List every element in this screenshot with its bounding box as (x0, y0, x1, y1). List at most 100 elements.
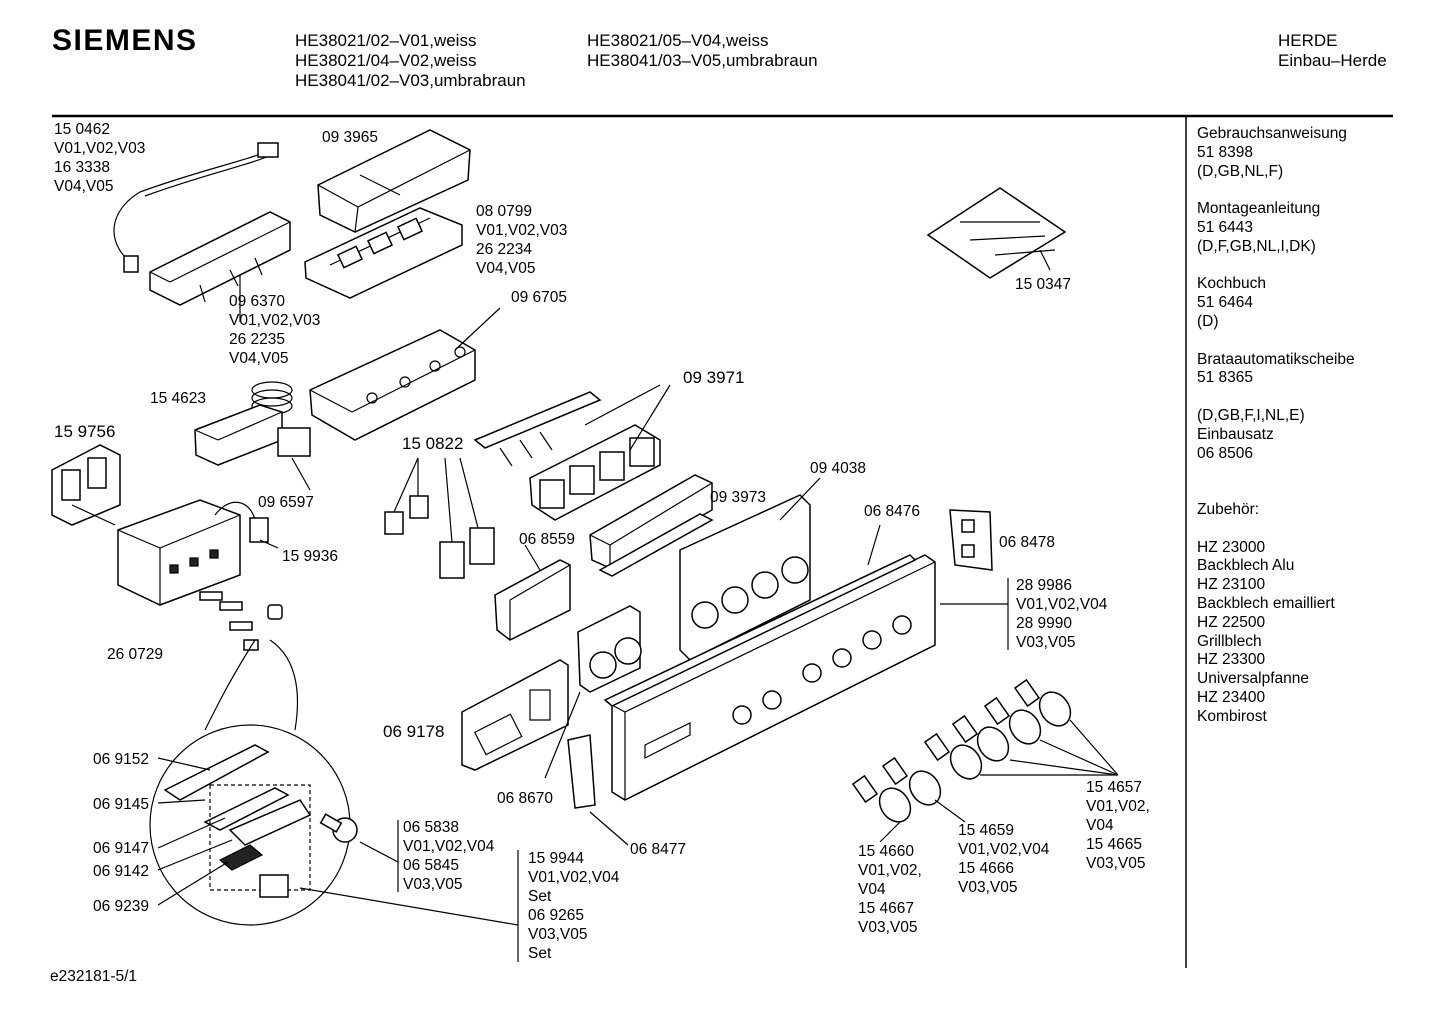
part-label: 15 0822 (402, 434, 464, 453)
sidebar-line: 51 8365 (1197, 369, 1254, 387)
category: HERDE (1278, 31, 1338, 50)
mounting-rail-part (589, 474, 714, 577)
part-label: 06 9147 (93, 840, 150, 857)
model-list-col2: HE38021/05–V04,weiss HE38041/03–V05,umbr… (587, 31, 818, 71)
part-label: 09 6597 (258, 494, 315, 511)
leader-lines (157, 539, 519, 962)
wiring-harness-part (113, 142, 279, 273)
sidebar-line: Kombirost (1197, 707, 1267, 725)
sidebar-line: HZ 23000 (1197, 538, 1266, 556)
part-label: 06 9145 (93, 796, 150, 813)
part-label: 09 3965 (322, 129, 379, 146)
sidebar-line: HZ 23400 (1197, 688, 1266, 706)
knob-icon (1013, 678, 1072, 727)
knob-icon (951, 714, 1010, 762)
sidebar-line: 51 8398 (1197, 143, 1254, 161)
sidebar-line: 51 6443 (1197, 218, 1254, 236)
model-line: HE38041/02–V03,umbrabraun (295, 71, 526, 90)
sidebar-line: (D) (1197, 312, 1219, 330)
category-block: HERDE Einbau–Herde (1278, 31, 1387, 71)
sidebar-line (1197, 482, 1355, 501)
part-label: 09 3971 (683, 368, 745, 387)
part-label: 06 5838 V01,V02,V04 06 5845 V03,V05 (403, 819, 495, 893)
part-label: 15 4660 V01,V02, V04 15 4667 V03,V05 (858, 843, 922, 936)
part-label: 28 9986 V01,V02,V04 28 9990 V03,V05 (1016, 577, 1108, 651)
bracket-6559-part (494, 544, 571, 641)
selector-block-part (309, 307, 501, 441)
sidebar-line: Gebrauchsanweisung (1197, 125, 1347, 142)
model-line: HE38021/02–V01,weiss (295, 31, 477, 50)
mounting-bracket-part (51, 444, 121, 526)
sidebar-line: 51 6464 (1197, 294, 1254, 312)
front-panel-part (611, 524, 936, 801)
part-label: 15 4657 V01,V02, V04 15 4665 V03,V05 (1086, 779, 1150, 872)
part-label: 15 4659 V01,V02,V04 15 4666 V03,V05 (958, 822, 1050, 896)
knob-icon (983, 696, 1042, 745)
sidebar-line (1197, 520, 1355, 539)
sidebar-line: HZ 22500 (1197, 613, 1266, 631)
circuit-board-part (461, 659, 569, 771)
sidebar-line: Einbausatz (1197, 425, 1274, 443)
panel-leader (940, 578, 1009, 650)
part-label: 15 9936 (282, 548, 339, 565)
button-frame-part (304, 207, 463, 299)
sidebar-line: Kochbuch (1197, 275, 1266, 293)
sidebar-line: Backblech Alu (1197, 557, 1295, 575)
switch-block-part (149, 211, 291, 322)
part-label: 15 4623 (150, 390, 207, 407)
part-label: 06 8476 (864, 503, 921, 520)
sidebar-line: (D,GB,F,I,NL,E) (1197, 406, 1305, 424)
part-label: 15 0347 (1015, 276, 1072, 293)
small-bracket-part (949, 509, 993, 571)
knob-icon (851, 774, 912, 823)
sidebar-line: Backblech emailliert (1197, 594, 1335, 612)
part-label: 06 8477 (630, 841, 687, 858)
part-label: 06 8670 (497, 790, 554, 807)
part-label: 08 0799 V01,V02,V03 26 2234 V04,V05 (476, 203, 568, 277)
part-label: 09 6705 (511, 289, 568, 306)
sidebar-line (1197, 463, 1355, 482)
part-label: 26 0729 (107, 646, 164, 663)
sidebar-line: HZ 23300 (1197, 651, 1266, 669)
sidebar-line: Brataautomatikscheibe (1197, 350, 1355, 368)
model-line: HE38021/05–V04,weiss (587, 31, 769, 50)
sidebar-line: (D,GB,NL,F) (1197, 162, 1284, 180)
microswitch-part (384, 457, 495, 579)
siemens-logo: SIEMENS (52, 24, 198, 57)
sidebar-line: Grillblech (1197, 632, 1262, 650)
screw-bag-part (926, 187, 1067, 279)
part-label: 06 8478 (999, 534, 1056, 551)
part-label: 06 9239 (93, 898, 150, 915)
knob-housing-part (544, 605, 642, 779)
knob-icon (881, 756, 942, 806)
model-line: HE38021/04–V02,weiss (295, 51, 477, 70)
part-label: 06 9152 (93, 751, 150, 768)
sidebar-line: HZ 23100 (1197, 576, 1266, 594)
sidebar-line (1197, 181, 1355, 200)
part-label: 09 3973 (710, 489, 767, 506)
part-label: 06 9142 (93, 863, 150, 880)
thermostat-part (194, 381, 311, 491)
clock-module-part (117, 499, 269, 606)
detail-magnifier (149, 639, 358, 926)
part-label: 15 9756 (54, 422, 116, 441)
part-label: 09 6370 V01,V02,V03 26 2235 V04,V05 (229, 293, 321, 367)
part-label: 15 9944 V01,V02,V04 Set 06 9265 V03,V05 … (528, 850, 620, 962)
part-label: 15 0462 V01,V02,V03 16 3338 V04,V05 (54, 121, 146, 195)
fuse-parts (199, 591, 283, 651)
sidebar-line: 06 8506 (1197, 444, 1254, 462)
sidebar-line (1197, 388, 1355, 407)
knob-icon (923, 732, 983, 780)
drawing-id: e232181-5/1 (50, 968, 138, 985)
control-knobs (851, 678, 1119, 843)
model-list-col1: HE38021/02–V01,weiss HE38021/04–V02,weis… (295, 31, 526, 91)
sidebar-line: Montageanleitung (1197, 200, 1321, 218)
sidebar-line (1197, 332, 1355, 351)
model-line: HE38041/03–V05,umbrabraun (587, 51, 818, 70)
sidebar-line: Zubehör: (1197, 500, 1260, 518)
part-label: 06 9178 (383, 722, 445, 741)
side-bracket-part (567, 734, 629, 846)
sidebar-line: (D,F,GB,NL,I,DK) (1197, 237, 1316, 255)
